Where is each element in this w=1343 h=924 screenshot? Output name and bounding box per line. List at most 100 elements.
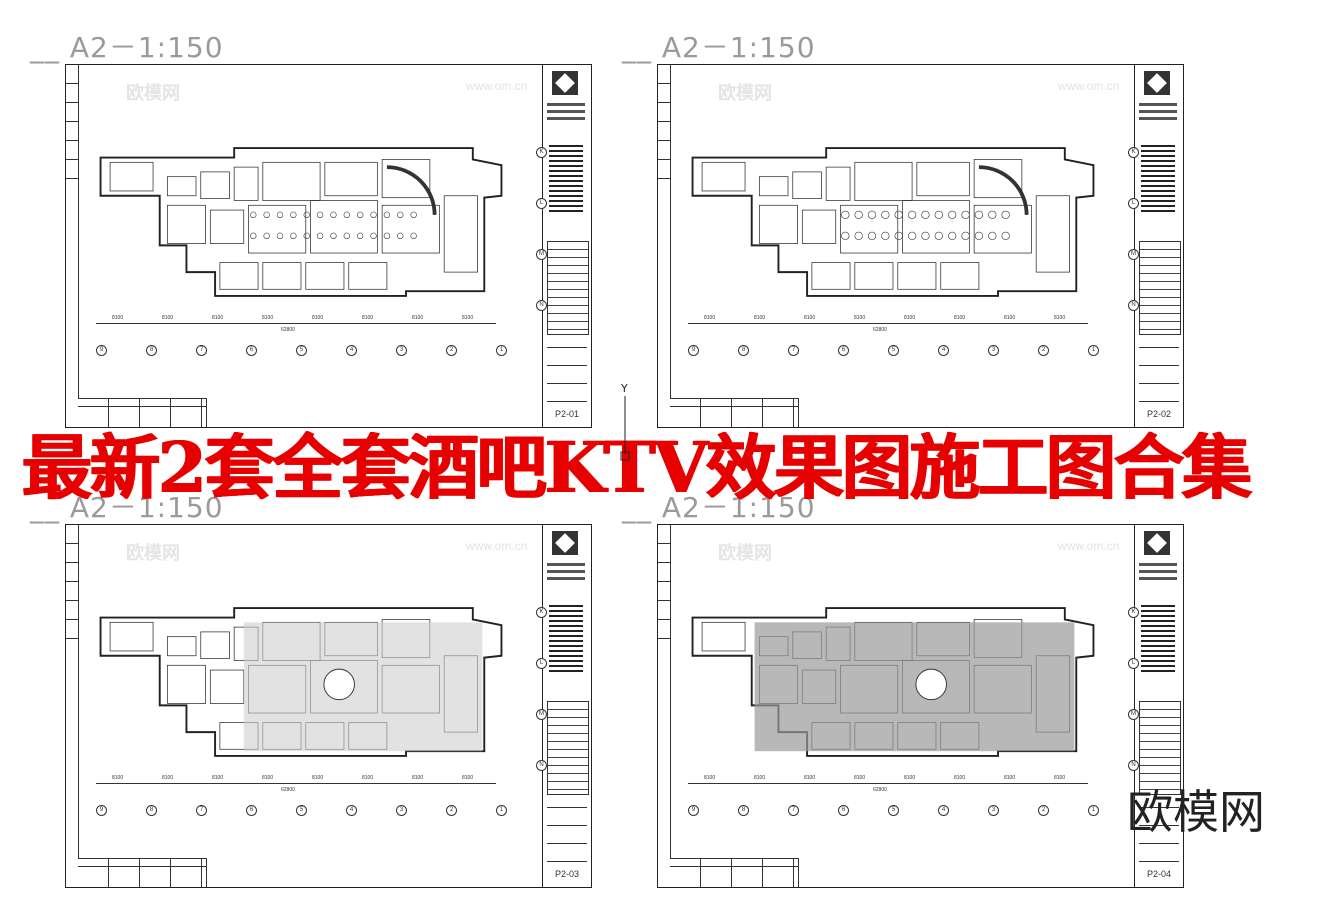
binding-cell	[66, 544, 78, 563]
axis-number-marker: 5	[888, 805, 899, 816]
plan-furniture	[948, 231, 957, 240]
note-line	[1141, 665, 1175, 667]
note-line	[1141, 635, 1175, 637]
binding-cell	[66, 141, 78, 160]
plan-furniture	[383, 232, 391, 240]
axis-number-marker: 2	[1038, 805, 1049, 816]
note-line	[549, 145, 583, 147]
axis-number-marker: 3	[988, 345, 999, 356]
note-line	[1141, 615, 1175, 617]
revision-table	[547, 241, 589, 335]
note-line	[549, 660, 583, 662]
plan-room	[109, 621, 154, 652]
watermark-text: 欧模网	[126, 83, 180, 103]
plan-room	[1035, 195, 1070, 273]
dimension-line	[688, 783, 1088, 784]
plan-furniture	[410, 211, 417, 219]
sheet-scale-label: __ A2－1:150	[30, 31, 224, 64]
plan-room	[233, 166, 259, 201]
binding-cell	[66, 103, 78, 122]
plan-room	[840, 204, 899, 254]
plan-room	[305, 262, 345, 290]
plan-furniture	[397, 232, 404, 240]
plan-furniture	[948, 210, 957, 219]
binding-strip	[658, 65, 671, 427]
plan-room	[262, 161, 321, 201]
note-line	[1141, 660, 1175, 662]
plan-furniture	[841, 231, 850, 240]
axis-number-marker: 8	[146, 345, 157, 356]
plan-furniture	[1001, 231, 1010, 240]
plan-furniture	[867, 210, 877, 219]
bay-dimension-label: 8100	[262, 315, 274, 321]
bay-dimension-label: 8100	[162, 315, 174, 321]
title-field	[547, 365, 587, 382]
note-line	[549, 175, 583, 177]
bay-dimension-label: 8100	[212, 315, 224, 321]
bay-dimension-label: 8100	[854, 315, 866, 321]
plan-room	[854, 161, 913, 201]
axis-number-marker: 4	[346, 345, 357, 356]
ucs-axis-icon: Y	[620, 382, 630, 461]
axis-number-marker: 5	[296, 345, 307, 356]
plan-room	[166, 204, 206, 244]
plan-furniture	[303, 232, 310, 240]
axis-number-marker: 9	[688, 345, 699, 356]
binding-cell	[658, 141, 670, 160]
bay-dimension-label: 8100	[754, 775, 766, 781]
axis-letter-marker: N	[536, 760, 547, 771]
plan-room	[219, 262, 259, 290]
binding-cell	[658, 544, 670, 563]
bay-dimension-label: 8100	[112, 315, 124, 321]
plan-room	[902, 200, 970, 254]
axis-number-marker: 5	[296, 805, 307, 816]
plan-furniture	[907, 231, 917, 240]
note-line	[1141, 180, 1175, 182]
plan-outline	[99, 147, 503, 297]
bay-dimension-label: 8100	[904, 315, 916, 321]
plan-room	[792, 171, 822, 199]
revision-table	[547, 701, 589, 795]
company-text-line	[547, 570, 585, 573]
revision-table	[1139, 701, 1181, 795]
note-line	[1141, 190, 1175, 192]
binding-strip	[66, 65, 79, 427]
axis-letter-marker: K	[536, 147, 547, 158]
bay-dimension-label: 8100	[112, 775, 124, 781]
dimension-line	[688, 323, 1088, 324]
plan-furniture	[894, 210, 903, 219]
title-field	[1139, 861, 1179, 878]
bay-dimension-label: 8100	[954, 775, 966, 781]
sheet-scale-label: __ A2－1:150	[622, 491, 816, 524]
title-field	[1139, 347, 1179, 364]
plan-furniture	[881, 210, 890, 219]
watermark-text: 欧模网	[718, 83, 772, 103]
bay-dimension-label: 8100	[312, 775, 324, 781]
note-line	[1141, 175, 1175, 177]
plan-room	[940, 262, 980, 290]
plan-feature-circle	[323, 668, 355, 701]
axis-number-marker: 7	[196, 805, 207, 816]
title-field	[1139, 843, 1179, 860]
design-notes-block	[549, 605, 583, 675]
plan-furniture	[330, 211, 337, 219]
note-line	[549, 655, 583, 657]
axis-letter-marker: N	[536, 300, 547, 311]
axis-letter-marker: M	[536, 709, 547, 720]
note-line	[549, 650, 583, 652]
bay-dimension-label: 8100	[1004, 775, 1016, 781]
axis-number-marker: 1	[1088, 805, 1099, 816]
note-line	[1141, 155, 1175, 157]
axis-number-marker: 6	[838, 805, 849, 816]
bay-dimension-label: 8100	[754, 315, 766, 321]
drawing-info-table	[670, 858, 799, 887]
sheet-scale-label: __ A2－1:150	[622, 31, 816, 64]
axis-letter-marker: K	[536, 607, 547, 618]
floor-plan-furniture	[691, 147, 1095, 297]
plan-furniture	[974, 231, 984, 240]
title-block: P2-02	[1134, 65, 1183, 427]
